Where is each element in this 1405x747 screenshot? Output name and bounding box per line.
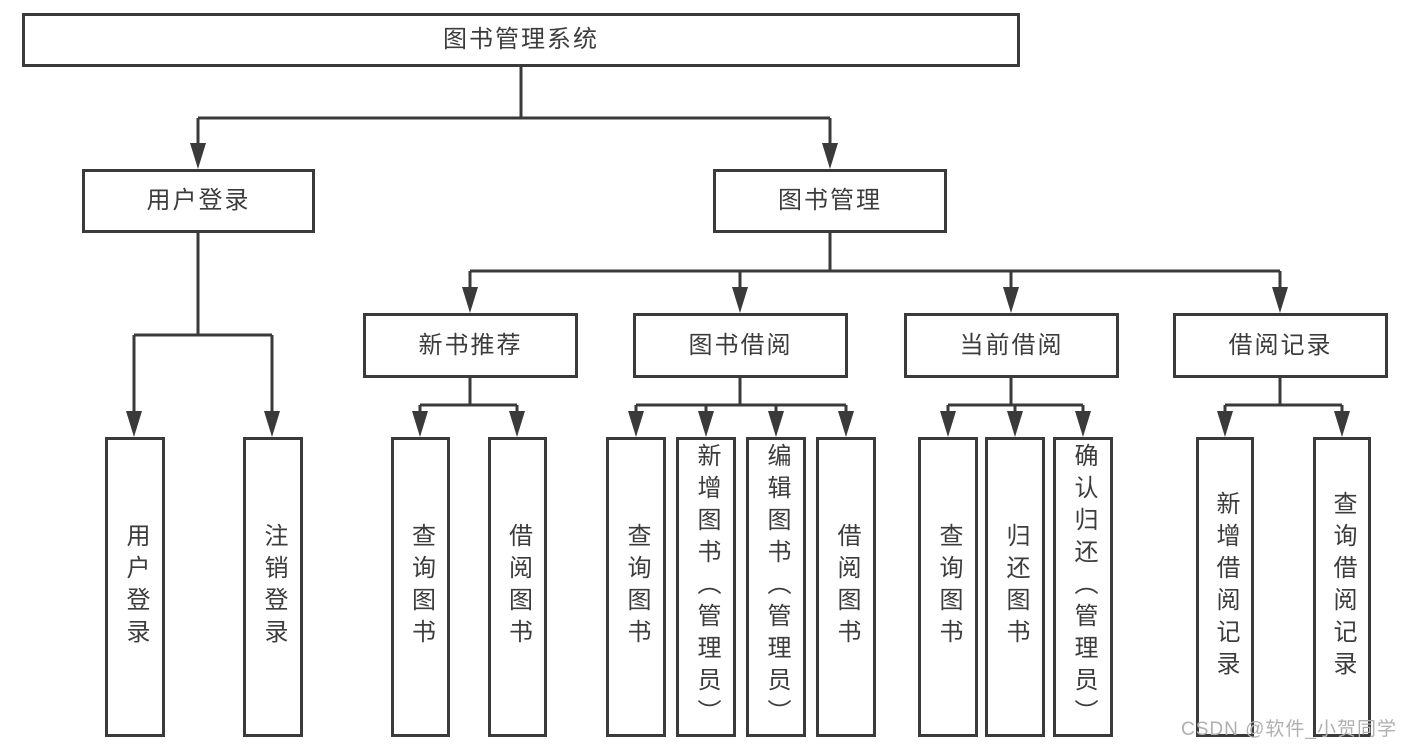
node-label: 图书管理 xyxy=(778,187,882,214)
leaf-label: 查询图书 xyxy=(935,523,962,651)
leaf-add-borrow-record: 新增借阅记录 xyxy=(1196,437,1254,737)
node-book-management-module: 图书管理 xyxy=(713,169,947,233)
arrowhead xyxy=(838,411,854,437)
watermark: CSDN @软件_小贺同学 xyxy=(1181,719,1397,740)
leaf-borrow-books: 借阅图书 xyxy=(816,437,876,737)
leaf-label: 编辑图书（管理员） xyxy=(763,443,790,731)
leaf-query-books-current: 查询图书 xyxy=(918,437,978,737)
leaf-logout: 注销登录 xyxy=(243,437,303,737)
leaf-label: 归还图书 xyxy=(1002,523,1029,651)
arrowhead xyxy=(264,411,280,437)
node-label: 图书借阅 xyxy=(688,331,793,359)
node-label: 用户登录 xyxy=(146,187,251,214)
node-borrowing-records: 借阅记录 xyxy=(1173,313,1388,378)
leaf-user-login: 用户登录 xyxy=(105,437,165,737)
arrowhead xyxy=(1007,411,1023,437)
leaf-label: 借阅图书 xyxy=(504,523,532,651)
leaf-label: 查询图书 xyxy=(407,523,435,651)
node-label: 当前借阅 xyxy=(959,331,1064,359)
leaf-return-books: 归还图书 xyxy=(985,437,1045,737)
leaf-borrow-books-recommend: 借阅图书 xyxy=(488,437,547,737)
arrowhead xyxy=(1003,287,1019,313)
arrowhead xyxy=(462,287,478,313)
leaf-query-borrow-record: 查询借阅记录 xyxy=(1313,437,1371,737)
node-library-management-system: 图书管理系统 xyxy=(22,13,1020,67)
arrowhead xyxy=(412,411,428,437)
leaf-query-books-recommend: 查询图书 xyxy=(391,437,450,737)
node-label: 借阅记录 xyxy=(1228,331,1333,359)
leaf-label: 查询图书 xyxy=(623,523,650,651)
leaf-edit-books-admin: 编辑图书（管理员） xyxy=(746,437,806,737)
arrowhead xyxy=(126,411,142,437)
leaf-label: 用户登录 xyxy=(122,523,149,651)
node-user-login-module: 用户登录 xyxy=(82,169,315,233)
node-current-borrowing: 当前借阅 xyxy=(904,313,1119,378)
node-book-borrowing: 图书借阅 xyxy=(633,313,848,378)
leaf-label: 确认归还（管理员） xyxy=(1070,443,1097,731)
arrowhead xyxy=(1272,287,1288,313)
leaf-label: 新增借阅记录 xyxy=(1212,491,1239,683)
leaf-label: 查询借阅记录 xyxy=(1329,491,1356,683)
leaf-query-books-borrowing: 查询图书 xyxy=(606,437,666,737)
arrowhead xyxy=(732,287,748,313)
node-label: 新书推荐 xyxy=(418,331,523,359)
leaf-label: 新增图书（管理员） xyxy=(693,443,720,731)
arrowhead xyxy=(822,143,838,169)
leaf-label: 借阅图书 xyxy=(833,523,860,651)
node-new-book-recommendation: 新书推荐 xyxy=(363,313,578,378)
node-label: 图书管理系统 xyxy=(443,26,599,53)
arrowhead xyxy=(768,411,784,437)
arrowhead xyxy=(509,411,525,437)
arrowhead xyxy=(1334,411,1350,437)
arrowhead xyxy=(698,411,714,437)
arrowhead xyxy=(940,411,956,437)
arrowhead xyxy=(628,411,644,437)
arrowhead xyxy=(1075,411,1091,437)
arrowhead xyxy=(1217,411,1233,437)
connector-path xyxy=(132,67,1344,413)
leaf-label: 注销登录 xyxy=(260,523,287,651)
leaf-add-books-admin: 新增图书（管理员） xyxy=(676,437,736,737)
arrowhead xyxy=(190,143,206,169)
leaf-confirm-return-admin: 确认归还（管理员） xyxy=(1053,437,1113,737)
